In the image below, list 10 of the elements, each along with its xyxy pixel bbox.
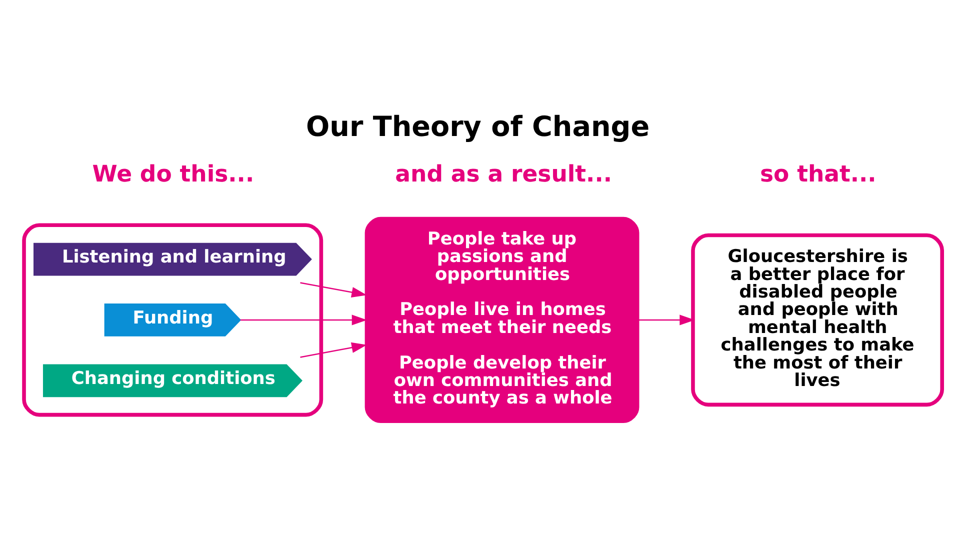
arrow [240, 314, 368, 325]
label: so that... [760, 160, 876, 187]
arrow [300, 342, 367, 358]
node-box: People take up passions and opportunities People live in homes that meet their needs People develop their own communities and the county as a whole [364, 216, 640, 423]
node-box: Gloucestershire is a better place for disabled people and people with mental health challenges to make the most of their lives [691, 232, 944, 406]
label: We do this... [92, 160, 254, 187]
diagram-title: Our Theory of Change [306, 110, 650, 143]
arrow [300, 282, 367, 298]
label: and as a result... [395, 160, 612, 187]
cluster [22, 222, 324, 416]
